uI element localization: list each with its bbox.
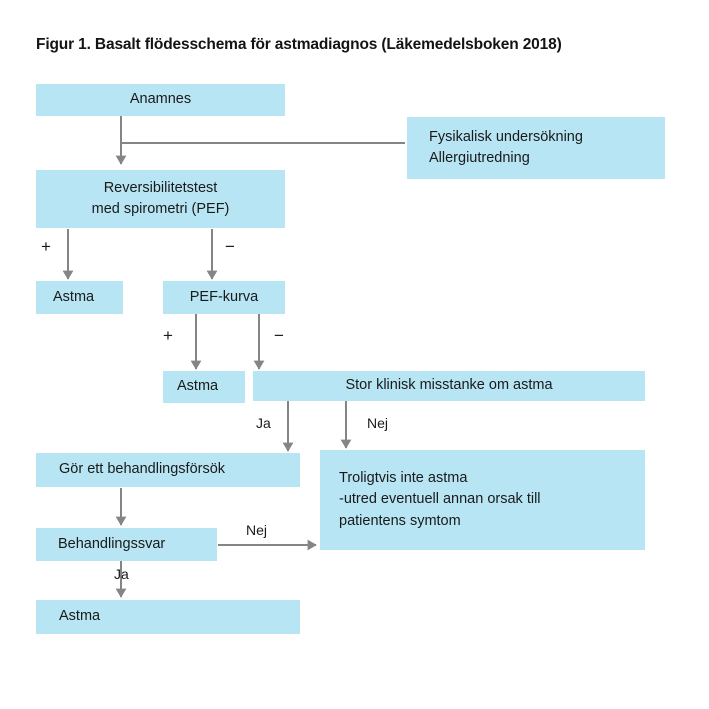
- node-pef-kurva[interactable]: PEF-kurva: [163, 281, 285, 314]
- edge-label-misstanke-nej: Nej: [367, 415, 389, 431]
- edge-label-reversibilitet-minus: −: [225, 237, 235, 256]
- node-troligtvis-line2: -utred eventuell annan orsak till: [339, 491, 541, 508]
- node-pef-kurva-label: PEF-kurva: [189, 288, 259, 305]
- edge-label-misstanke-ja: Ja: [256, 415, 271, 431]
- node-fysikalisk-line1: Fysikalisk undersökning: [429, 128, 583, 145]
- node-anamnes-label: Anamnes: [129, 91, 192, 108]
- node-behandlingsforsok-label: Gör ett behandlingsförsök: [59, 461, 226, 478]
- node-reversibilitetstest[interactable]: Reversibilitetstest med spirometri (PEF): [36, 170, 285, 228]
- node-reversibilitetstest-line2: med spirometri (PEF): [91, 201, 230, 217]
- edge-label-pef-plus: +: [163, 326, 173, 345]
- node-astma-pef[interactable]: Astma: [163, 371, 245, 403]
- node-astma-2-label: Astma: [177, 378, 219, 395]
- node-astma-3-label: Astma: [59, 608, 101, 625]
- node-troligtvis-line3: patientens symtom: [339, 512, 461, 529]
- node-troligtvis-line1: Troligtvis inte astma: [339, 470, 468, 487]
- node-behandlingssvar[interactable]: Behandlingssvar: [36, 528, 217, 561]
- node-behandlingssvar-label: Behandlingssvar: [58, 535, 166, 552]
- node-stor-klinisk-misstanke[interactable]: Stor klinisk misstanke om astma: [253, 371, 645, 401]
- node-astma-reversibilitet[interactable]: Astma: [36, 281, 123, 314]
- node-behandlingsforsok[interactable]: Gör ett behandlingsförsök: [36, 453, 300, 487]
- node-fysikalisk-undersokning[interactable]: Fysikalisk undersökning Allergiutredning: [407, 117, 665, 179]
- node-astma-final[interactable]: Astma: [36, 600, 300, 634]
- edge-label-reversibilitet-plus: +: [41, 237, 51, 256]
- node-astma-1-label: Astma: [53, 288, 95, 305]
- node-fysikalisk-line2: Allergiutredning: [429, 150, 530, 166]
- node-stor-misstanke-label: Stor klinisk misstanke om astma: [345, 377, 553, 394]
- edge-label-pef-minus: −: [274, 326, 284, 345]
- node-anamnes[interactable]: Anamnes: [36, 84, 285, 116]
- figure-title: Figur 1. Basalt flödesschema för astmadi…: [36, 36, 562, 53]
- edge-label-behandlingssvar-nej: Nej: [246, 522, 268, 538]
- node-troligtvis-inte-astma[interactable]: Troligtvis inte astma -utred eventuell a…: [320, 450, 645, 550]
- node-reversibilitetstest-line1: Reversibilitetstest: [103, 179, 218, 196]
- edge-label-behandlingssvar-ja: Ja: [114, 566, 129, 582]
